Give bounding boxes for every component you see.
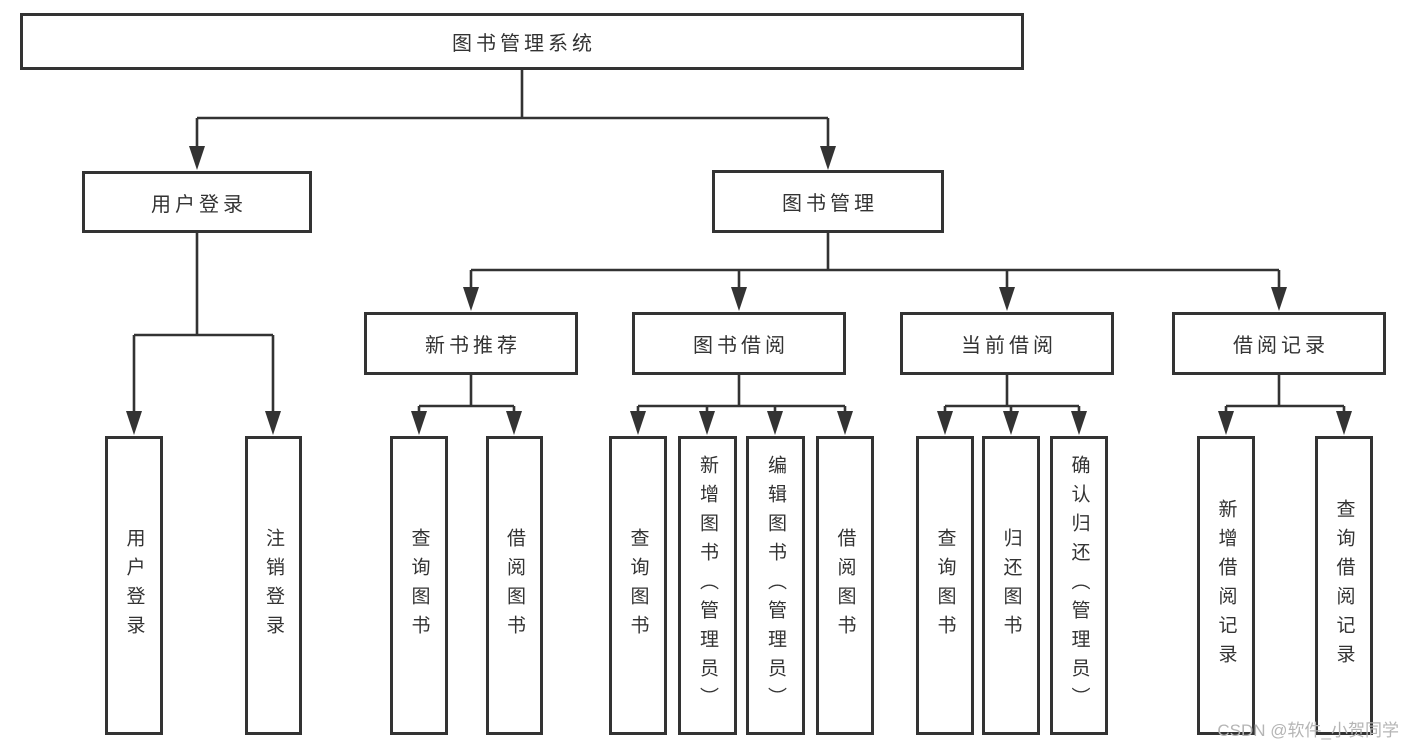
node-book-management: 图书管理	[712, 170, 944, 233]
arrow-down-icon	[463, 287, 479, 311]
leaf-query-books-recommend: 查询图书	[390, 436, 448, 735]
leaf-logout: 注销登录	[245, 436, 302, 735]
leaf-borrow-books-borrowing: 借阅图书	[816, 436, 874, 735]
arrow-down-icon	[1218, 411, 1234, 435]
leaf-user-login-label: 用户登录	[123, 527, 145, 644]
node-book-borrowing: 图书借阅	[632, 312, 846, 375]
arrowhead-icons	[126, 146, 1352, 435]
node-borrowing-records-label: 借阅记录	[1233, 335, 1329, 357]
node-current-borrowing-label: 当前借阅	[961, 335, 1057, 357]
leaf-confirm-return-admin: 确认归还（管理员）	[1050, 436, 1108, 735]
leaf-logout-label: 注销登录	[263, 527, 284, 644]
node-new-book-recommend: 新书推荐	[364, 312, 578, 375]
leaf-confirm-return-admin-label: 确认归还（管理员）	[1068, 455, 1090, 716]
leaf-return-books: 归还图书	[982, 436, 1040, 735]
arrow-down-icon	[999, 287, 1015, 311]
arrow-down-icon	[1336, 411, 1352, 435]
leaf-edit-book-admin-label: 编辑图书（管理员）	[765, 455, 786, 716]
leaf-borrow-books-borrowing-label: 借阅图书	[834, 527, 856, 644]
arrow-down-icon	[1271, 287, 1287, 311]
leaf-query-borrow-record-label: 查询借阅记录	[1333, 498, 1355, 673]
node-book-borrowing-label: 图书借阅	[693, 335, 789, 357]
leaf-borrow-books-recommend: 借阅图书	[486, 436, 543, 735]
leaf-user-login: 用户登录	[105, 436, 163, 735]
arrow-down-icon	[699, 411, 715, 435]
arrow-down-icon	[937, 411, 953, 435]
arrow-down-icon	[411, 411, 427, 435]
node-current-borrowing: 当前借阅	[900, 312, 1114, 375]
leaf-query-books-current: 查询图书	[916, 436, 974, 735]
arrow-down-icon	[767, 411, 783, 435]
leaf-add-book-admin: 新增图书（管理员）	[678, 436, 737, 735]
arrow-down-icon	[1003, 411, 1019, 435]
arrow-down-icon	[731, 287, 747, 311]
leaf-return-books-label: 归还图书	[1000, 527, 1022, 644]
leaf-edit-book-admin: 编辑图书（管理员）	[746, 436, 805, 735]
csdn-watermark: CSDN @软件_小贺同学	[1217, 721, 1399, 740]
node-user-login-label: 用户登录	[151, 193, 247, 216]
arrow-down-icon	[630, 411, 646, 435]
leaf-query-books-current-label: 查询图书	[934, 527, 956, 644]
node-borrowing-records: 借阅记录	[1172, 312, 1386, 375]
arrow-down-icon	[837, 411, 853, 435]
leaf-query-books-recommend-label: 查询图书	[408, 527, 430, 644]
arrow-down-icon	[506, 411, 522, 435]
node-root-label: 图书管理系统	[452, 33, 596, 55]
connector-lines	[132, 70, 1346, 430]
arrow-down-icon	[189, 146, 205, 170]
leaf-add-borrow-record-label: 新增借阅记录	[1215, 498, 1237, 673]
arrow-down-icon	[126, 411, 142, 435]
leaf-borrow-books-recommend-label: 借阅图书	[504, 527, 525, 644]
node-user-login: 用户登录	[82, 171, 312, 233]
node-root: 图书管理系统	[20, 13, 1024, 70]
node-book-management-label: 图书管理	[782, 193, 878, 215]
leaf-query-books-borrowing-label: 查询图书	[627, 527, 649, 644]
leaf-add-book-admin-label: 新增图书（管理员）	[697, 455, 718, 716]
arrow-down-icon	[820, 146, 836, 170]
leaf-query-books-borrowing: 查询图书	[609, 436, 667, 735]
arrow-down-icon	[1071, 411, 1087, 435]
leaf-query-borrow-record: 查询借阅记录	[1315, 436, 1373, 735]
leaf-add-borrow-record: 新增借阅记录	[1197, 436, 1255, 735]
node-new-book-recommend-label: 新书推荐	[425, 335, 521, 357]
arrow-down-icon	[265, 411, 281, 435]
